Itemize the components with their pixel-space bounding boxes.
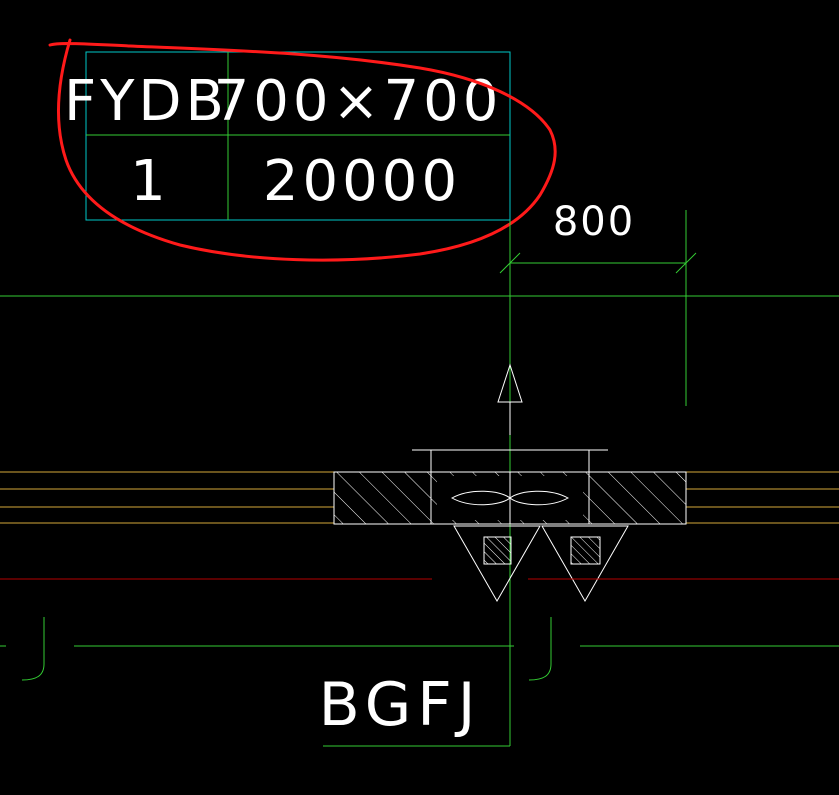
label-text: BGFJ xyxy=(319,670,482,740)
table-size-cell: 700×700 xyxy=(214,69,503,134)
red-annotation-circle xyxy=(48,38,557,262)
dimension-value: 800 xyxy=(553,199,635,245)
duct-lines-left xyxy=(0,471,334,524)
table-code-cell: FYDB xyxy=(64,69,228,134)
bottom-label: BGFJ xyxy=(319,670,510,747)
table-count-cell: 1 xyxy=(130,149,170,214)
table-value-cell: 20000 xyxy=(263,149,461,214)
pipe-hooks xyxy=(0,617,839,681)
duct-lines-right xyxy=(686,471,839,524)
fusible-link-symbols xyxy=(453,525,629,603)
flow-arrow xyxy=(497,363,523,435)
legend-table: FYDB 700×700 1 20000 xyxy=(64,51,511,221)
dimension-800: 800 xyxy=(499,199,697,406)
table-border xyxy=(85,51,511,221)
damper-blades xyxy=(450,490,570,506)
